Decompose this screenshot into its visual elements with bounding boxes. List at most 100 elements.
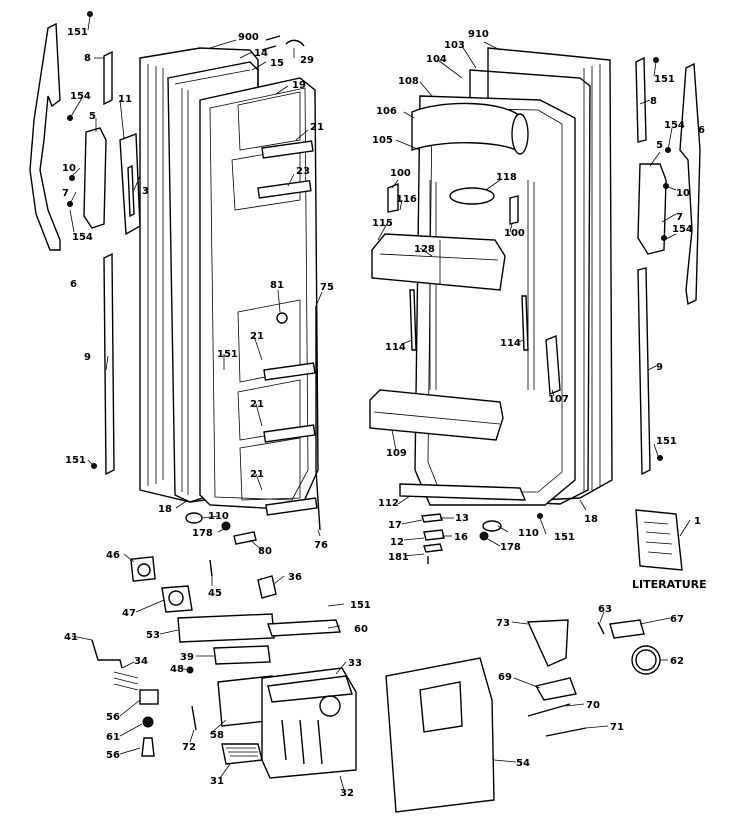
callout-151: 151 [350, 600, 371, 611]
callout-103: 103 [444, 40, 465, 51]
callout-151: 151 [67, 27, 88, 38]
callout-53: 53 [146, 630, 160, 641]
callout-41: 41 [64, 632, 78, 643]
callout-178: 178 [500, 542, 521, 553]
callout-18: 18 [584, 514, 598, 525]
callout-14: 14 [254, 48, 268, 59]
door-bin-115 [371, 233, 506, 291]
callout-5: 5 [656, 140, 663, 151]
door-handle-left [83, 127, 107, 229]
callout-29: 29 [300, 55, 314, 66]
callout-106: 106 [376, 106, 397, 117]
callout-72: 72 [182, 742, 196, 753]
callout-71: 71 [610, 722, 624, 733]
callout-154: 154 [72, 232, 93, 243]
callout-61: 61 [106, 732, 120, 743]
callout-1: 1 [694, 516, 701, 527]
trim-strip-9-right [637, 267, 651, 476]
callout-108: 108 [398, 76, 419, 87]
callout-100: 100 [504, 228, 525, 239]
callout-19: 19 [292, 80, 306, 91]
callout-75: 75 [320, 282, 334, 293]
callout-62: 62 [670, 656, 684, 667]
callout-48: 48 [170, 664, 184, 675]
callout-105: 105 [372, 135, 393, 146]
callout-154: 154 [664, 120, 685, 131]
callout-labels: 151 8 900 14 15 29 19 154 11 5 3 10 7 15… [62, 27, 707, 799]
callout-110: 110 [518, 528, 539, 539]
callout-56: 56 [106, 750, 120, 761]
freezer-bin-4 [263, 424, 316, 443]
callout-81: 81 [270, 280, 284, 291]
callout-63: 63 [598, 604, 612, 615]
callout-112: 112 [378, 498, 399, 509]
callout-21: 21 [310, 122, 324, 133]
part-81 [276, 312, 288, 324]
dispenser-parts [91, 556, 661, 813]
callout-109: 109 [386, 448, 407, 459]
callout-69: 69 [498, 672, 512, 683]
callout-76: 76 [314, 540, 328, 551]
callout-181: 181 [388, 552, 409, 563]
callout-128: 128 [414, 244, 435, 255]
callout-118: 118 [496, 172, 517, 183]
callout-104: 104 [426, 54, 447, 65]
callout-11: 11 [118, 94, 132, 105]
callout-154: 154 [70, 91, 91, 102]
callout-5: 5 [89, 111, 96, 122]
callout-39: 39 [180, 652, 194, 663]
freezer-bin-3 [263, 362, 316, 381]
callout-151: 151 [654, 74, 675, 85]
callout-151: 151 [65, 455, 86, 466]
freezer-door-assembly [139, 35, 321, 531]
callout-47: 47 [122, 608, 136, 619]
hinge-small-parts [185, 512, 502, 564]
callout-21: 21 [250, 469, 264, 480]
callout-107: 107 [548, 394, 569, 405]
callout-45: 45 [208, 588, 222, 599]
literature-booklet [635, 509, 683, 571]
callout-46: 46 [106, 550, 120, 561]
callout-114: 114 [385, 342, 406, 353]
leader-lines [69, 15, 691, 791]
freezer-bin-1 [261, 140, 314, 159]
callout-910: 910 [468, 29, 489, 40]
callout-900: 900 [238, 32, 259, 43]
left-trim-parts [29, 11, 141, 476]
callout-9: 9 [84, 352, 91, 363]
fresh-food-door-assembly [369, 47, 613, 506]
callout-67: 67 [670, 614, 684, 625]
callout-13: 13 [455, 513, 469, 524]
callout-23: 23 [296, 166, 310, 177]
freezer-bin-2 [257, 179, 312, 199]
door-handle-right [637, 163, 667, 255]
callout-7: 7 [62, 188, 69, 199]
callout-110: 110 [208, 511, 229, 522]
callout-114: 114 [500, 338, 521, 349]
freezer-bin-5 [265, 497, 318, 516]
callout-18: 18 [158, 504, 172, 515]
callout-10: 10 [676, 188, 690, 199]
callout-115: 115 [372, 218, 393, 229]
callout-151: 151 [656, 436, 677, 447]
callout-73: 73 [496, 618, 510, 629]
callout-12: 12 [390, 537, 404, 548]
literature-label: LITERATURE [632, 578, 707, 591]
callout-70: 70 [586, 700, 600, 711]
callout-151: 151 [554, 532, 575, 543]
callout-17: 17 [388, 520, 402, 531]
callout-36: 36 [288, 572, 302, 583]
callout-151: 151 [217, 349, 238, 360]
callout-154: 154 [672, 224, 693, 235]
part-118 [449, 187, 495, 205]
callout-21: 21 [250, 331, 264, 342]
callout-60: 60 [354, 624, 368, 635]
callout-7: 7 [676, 212, 683, 223]
callout-178: 178 [192, 528, 213, 539]
callout-56: 56 [106, 712, 120, 723]
callout-21: 21 [250, 399, 264, 410]
callout-15: 15 [270, 58, 284, 69]
trim-strip-6-left [29, 22, 61, 251]
callout-9: 9 [656, 362, 663, 373]
